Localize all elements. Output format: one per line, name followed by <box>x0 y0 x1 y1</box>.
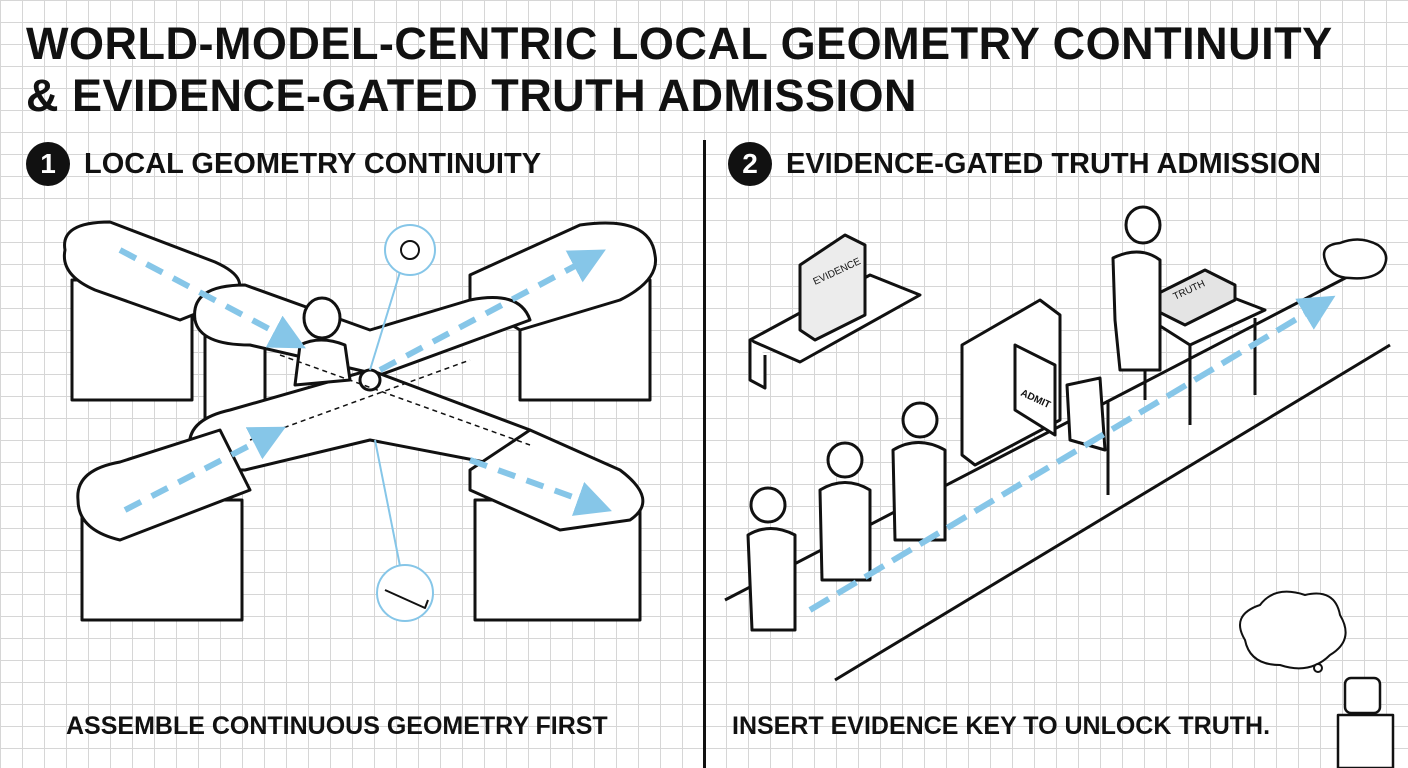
flow-arrows-panel2 <box>808 295 1336 613</box>
page-title: WORLD-MODEL-CENTRIC LOCAL GEOMETRY CONTI… <box>26 18 1333 122</box>
hex-key-icon <box>384 589 429 609</box>
brain-icon <box>1322 238 1388 280</box>
evidence-box: EVIDENCE <box>798 233 867 342</box>
title-line-2: & EVIDENCE-GATED TRUTH ADMISSION <box>26 70 918 121</box>
admit-gate: ADMIT <box>960 298 1110 495</box>
panel-divider <box>703 140 706 768</box>
panel1-title: LOCAL GEOMETRY CONTINUITY <box>84 147 542 180</box>
thought-bubble <box>1239 590 1347 673</box>
step-badge-2: 2 <box>728 142 772 186</box>
title-line-1: WORLD-MODEL-CENTRIC LOCAL GEOMETRY CONTI… <box>26 18 1333 69</box>
panel1-heading: 1 LOCAL GEOMETRY CONTINUITY <box>26 142 541 186</box>
lego-figure <box>1336 676 1395 768</box>
walkway-edge-bottom <box>834 343 1391 682</box>
table-bottom-left <box>76 428 252 622</box>
table-bottom-right <box>468 428 645 622</box>
table-top-left <box>62 220 241 402</box>
panel2-caption: INSERT EVIDENCE KEY TO UNLOCK TRUTH. <box>732 712 1271 740</box>
panel2-title: EVIDENCE-GATED TRUTH ADMISSION <box>786 147 1321 180</box>
gatekeeper-figure <box>1111 205 1162 372</box>
hex-key-callout <box>376 564 434 622</box>
step-badge-1: 1 <box>26 142 70 186</box>
washer-icon <box>400 240 420 260</box>
panel2-heading: 2 EVIDENCE-GATED TRUTH ADMISSION <box>728 142 1321 186</box>
panel1-caption: ASSEMBLE CONTINUOUS GEOMETRY FIRST <box>66 712 608 740</box>
washer-part <box>358 368 382 392</box>
queue-figures <box>746 401 947 632</box>
flow-arrows-panel1 <box>118 247 612 516</box>
